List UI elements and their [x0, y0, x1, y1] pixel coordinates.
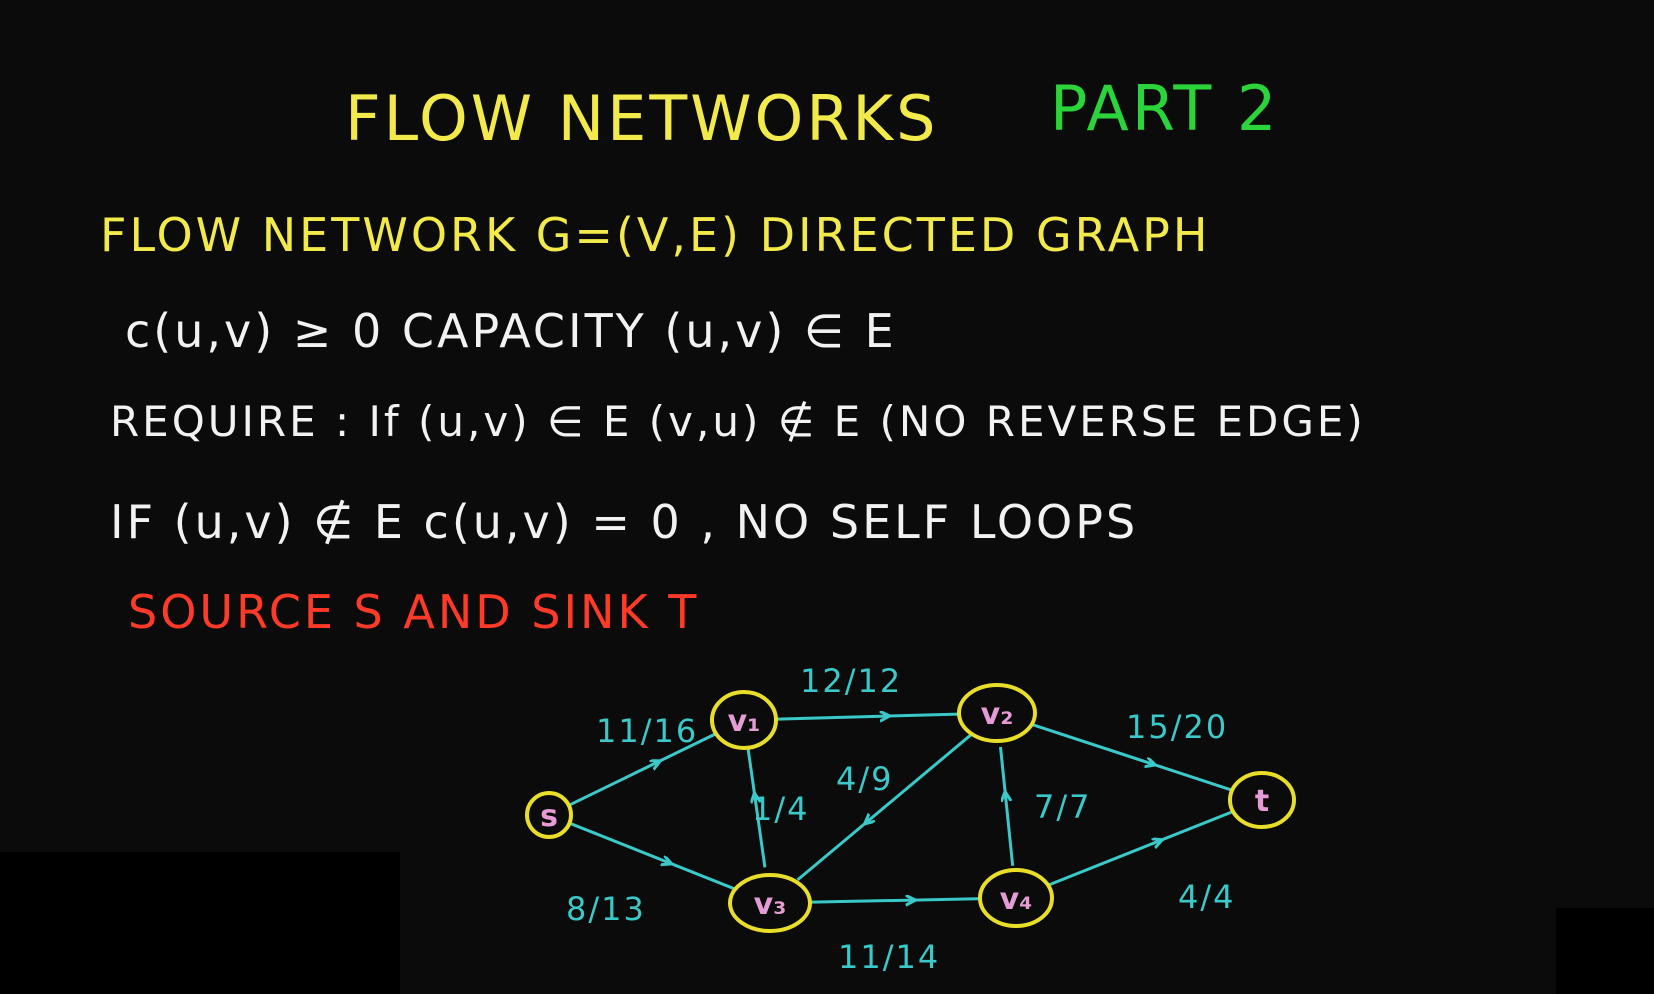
edge-label-v3-v4: 11/14 — [838, 938, 940, 976]
edge-v4-t — [1045, 809, 1236, 888]
edge-label-s-v1: 11/16 — [596, 712, 698, 750]
node-label-v2: v₂ — [981, 697, 1014, 732]
edge-label-v4-t: 4/4 — [1178, 878, 1236, 916]
edge-v2-t — [1029, 722, 1236, 793]
node-label-v1: v₁ — [728, 704, 761, 739]
black-overlay-left — [0, 852, 400, 994]
node-ring-t — [1228, 771, 1296, 829]
line-definition: FLOW NETWORK G=(V,E) DIRECTED GRAPH — [100, 208, 1211, 262]
edge-arrow-s-v1 — [654, 762, 658, 764]
node-label-s: s — [540, 799, 558, 834]
edge-arrow-s-v3 — [665, 861, 669, 862]
line-source-sink: SOURCE S AND SINK T — [128, 585, 700, 639]
node-ring-s — [525, 791, 573, 839]
edge-label-s-v3: 8/13 — [566, 890, 646, 928]
node-ring-v4 — [978, 868, 1054, 928]
edge-v3-v4 — [805, 897, 984, 904]
edge-v2-v3 — [796, 733, 972, 882]
edge-label-v3-v1: 1/4 — [752, 790, 810, 828]
node-ring-v2 — [957, 683, 1037, 743]
node-v3: v₃ — [728, 873, 812, 933]
node-ring-v3 — [728, 873, 812, 933]
edge-arrow-v2-v3 — [867, 819, 870, 822]
line-if-not-edge: IF (u,v) ∉ E c(u,v) = 0 , NO SELF LOOPS — [110, 495, 1139, 549]
title-part: PART 2 — [1050, 72, 1280, 145]
edge-arrow-v4-t — [1156, 841, 1160, 842]
edge-label-v2-t: 15/20 — [1126, 708, 1228, 746]
edge-s-v1 — [566, 731, 719, 808]
edge-label-v2-v3: 4/9 — [836, 760, 894, 798]
node-ring-v1 — [710, 690, 778, 750]
node-label-v3: v₃ — [754, 887, 787, 922]
node-t: t — [1228, 771, 1296, 829]
edge-v1-v2 — [772, 712, 963, 721]
edge-arrow-v2-t — [1149, 763, 1153, 764]
edge-v4-v2 — [999, 746, 1015, 866]
line-require: REQUIRE : If (u,v) ∈ E (v,u) ∉ E (NO REV… — [110, 397, 1366, 446]
black-overlay-right — [1556, 908, 1654, 994]
node-v2: v₂ — [957, 683, 1037, 743]
edge-s-v3 — [566, 820, 738, 892]
edge-label-v4-v2: 7/7 — [1034, 788, 1092, 826]
node-label-v4: v₄ — [1000, 882, 1033, 917]
edge-label-v1-v2: 12/12 — [800, 662, 902, 700]
node-v4: v₄ — [978, 868, 1054, 928]
edge-arrow-v3-v1 — [755, 796, 756, 800]
line-capacity: c(u,v) ≥ 0 CAPACITY (u,v) ∈ E — [125, 304, 897, 358]
title-main: FLOW NETWORKS — [345, 82, 939, 155]
node-s: s — [525, 791, 573, 839]
node-label-t: t — [1255, 784, 1269, 819]
node-v1: v₁ — [710, 690, 778, 750]
edge-v3-v1 — [746, 748, 767, 868]
